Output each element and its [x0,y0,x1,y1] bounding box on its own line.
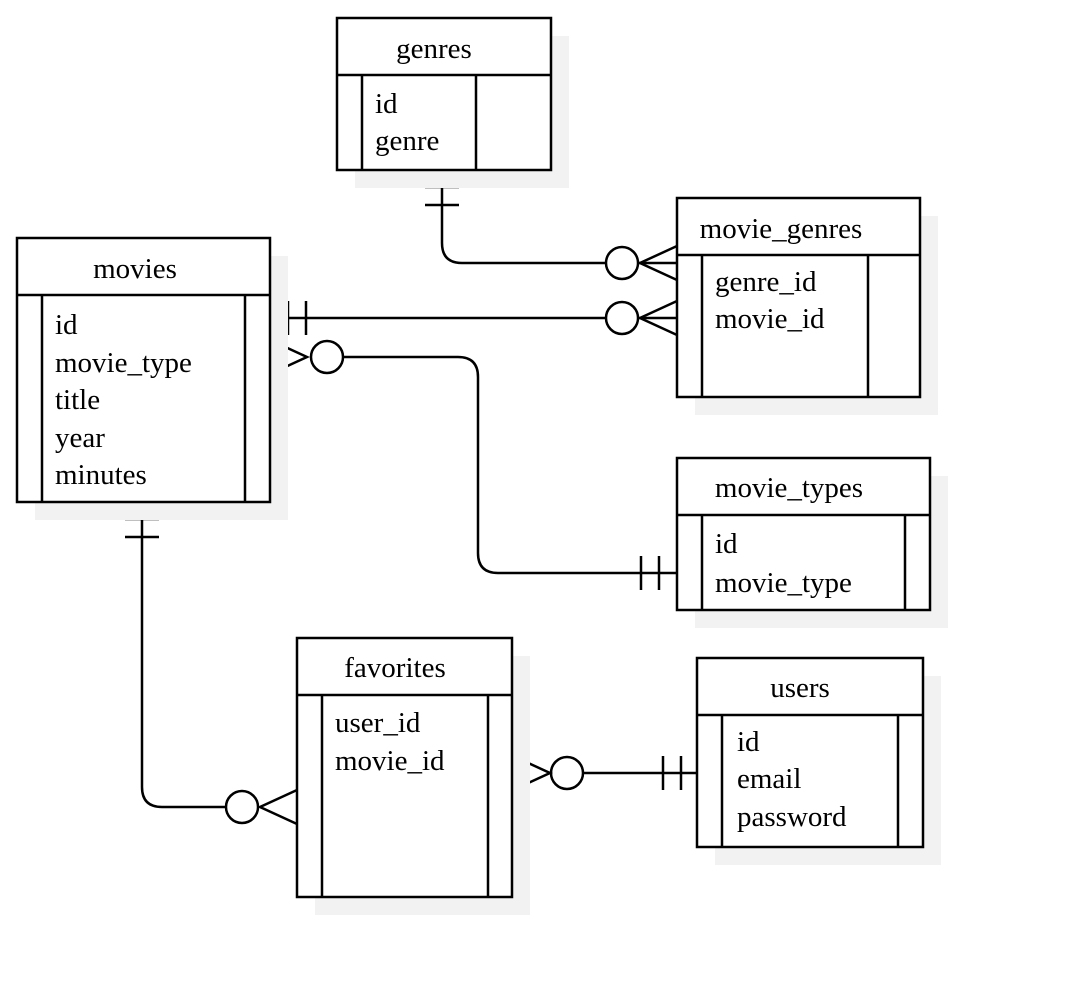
entity-genres[interactable]: genres id genre [335,16,569,188]
relationship-movies-movie-genres [270,299,678,337]
field: genre [375,125,439,157]
field: minutes [55,459,147,491]
entity-favorites[interactable]: favorites user_id movie_id [295,636,530,915]
field: title [55,384,100,416]
field: genre_id [715,266,817,298]
field: id [55,309,78,341]
entity-title: movie_types [715,472,863,504]
field: email [737,763,801,795]
field: movie_id [335,745,445,777]
relationship-users-favorites [512,754,697,792]
entity-title: users [770,672,830,704]
field: movie_type [55,347,192,379]
many-mark [637,244,678,282]
field: id [375,88,398,120]
field: user_id [335,707,421,739]
entity-movie-genres[interactable]: movie_genres genre_id movie_id [675,196,938,415]
zero-mark [549,755,585,791]
zero-mark [309,339,345,375]
field: year [55,422,105,454]
relationship-genres-movie-genres [425,170,678,282]
many-mark [637,299,678,337]
zero-mark [224,789,260,825]
entity-title: movies [93,253,177,285]
many-mark [257,788,298,826]
entity-movie-types[interactable]: movie_types id movie_type [675,456,948,628]
relationship-movie-types-movies [269,338,677,590]
zero-mark [604,245,640,281]
field: movie_type [715,567,852,599]
entity-title: favorites [344,652,445,684]
field: movie_id [715,303,825,335]
relationship-movies-favorites [125,502,298,826]
entity-users[interactable]: users id email password [695,656,941,865]
field: id [715,528,738,560]
field: id [737,726,760,758]
entity-movies[interactable]: movies id movie_type title year minutes [15,236,288,520]
entity-title: movie_genres [700,213,863,245]
field: password [737,801,847,833]
zero-mark [604,300,640,336]
entity-title: genres [396,33,472,65]
